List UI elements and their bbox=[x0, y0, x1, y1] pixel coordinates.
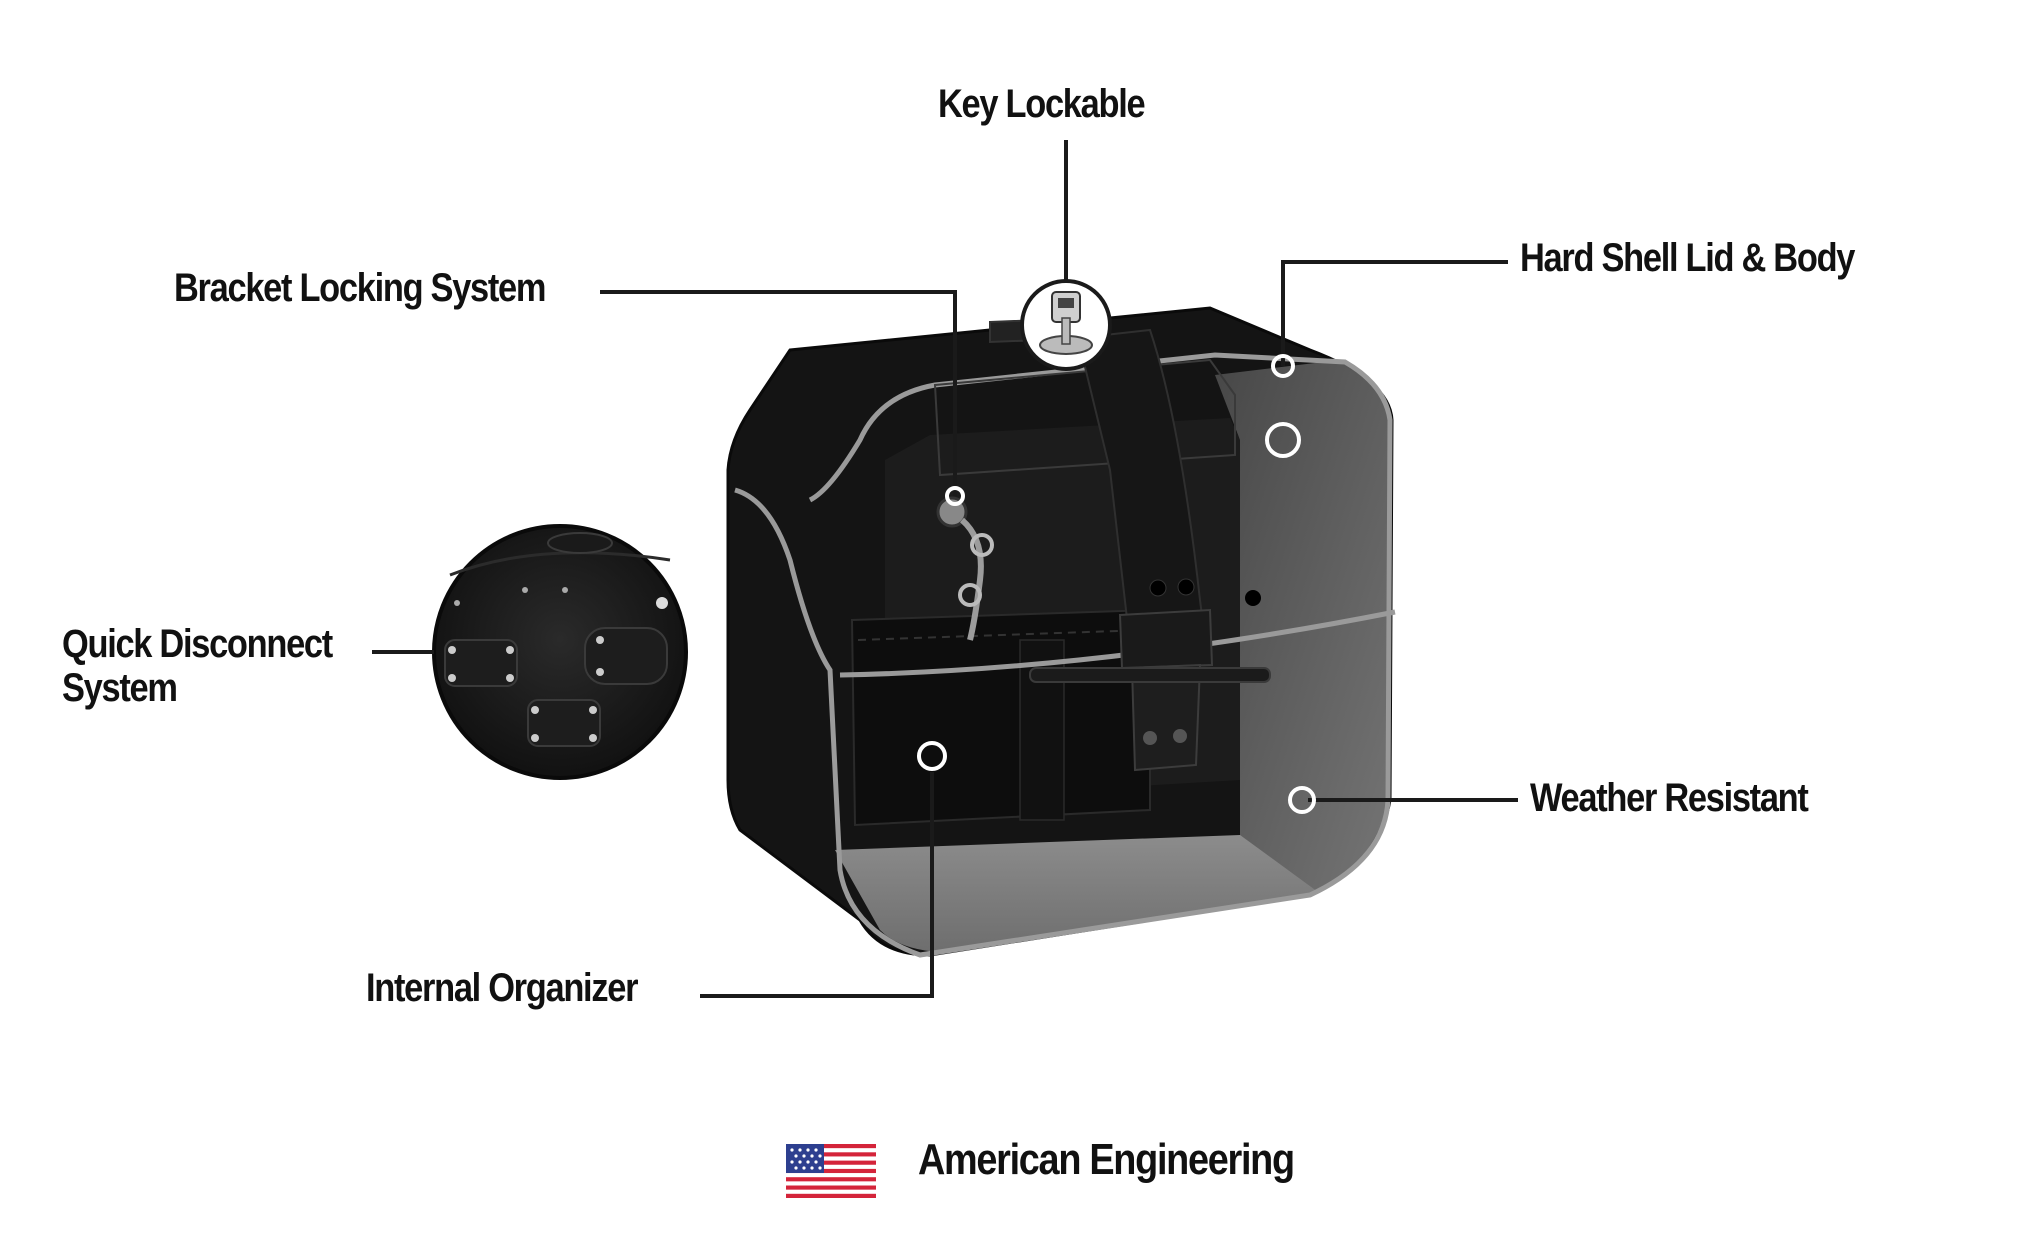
callout-quick-disconnect-line1: Quick Disconnect bbox=[62, 622, 333, 666]
marker-internal-organizer bbox=[917, 741, 947, 771]
marker-bracket-locking bbox=[945, 486, 965, 506]
marker-hard-shell-top bbox=[1271, 354, 1295, 378]
callout-line-hard-shell bbox=[1281, 260, 1508, 366]
callout-line-internal-organizer bbox=[700, 772, 934, 998]
callout-bracket-locking-system: Bracket Locking System bbox=[174, 266, 546, 310]
callout-quick-disconnect-line2: System bbox=[62, 666, 178, 710]
marker-weather-resistant bbox=[1288, 786, 1316, 814]
organizer-box bbox=[850, 608, 1151, 827]
callout-key-lockable: Key Lockable bbox=[938, 82, 1146, 126]
callout-quick-disconnect-system: Quick Disconnect System bbox=[62, 622, 333, 710]
callout-hard-shell-lid-body: Hard Shell Lid & Body bbox=[1520, 236, 1855, 280]
inner-floor bbox=[835, 835, 1318, 952]
case-outline bbox=[734, 352, 1393, 958]
callout-weather-resistant: Weather Resistant bbox=[1530, 776, 1809, 820]
buckle bbox=[1029, 608, 1271, 772]
us-flag-icon bbox=[786, 1144, 876, 1198]
quick-disconnect-inset bbox=[432, 524, 688, 780]
marker-hard-shell bbox=[1265, 422, 1301, 458]
callout-lines bbox=[372, 140, 1518, 998]
callout-markers bbox=[917, 354, 1316, 814]
top-lock-icon bbox=[1020, 279, 1112, 371]
footer-american-engineering: American Engineering bbox=[918, 1135, 1295, 1184]
strap bbox=[1076, 328, 1207, 647]
callout-line-bracket-locking bbox=[600, 290, 957, 496]
inner-side-wall bbox=[1215, 360, 1390, 892]
callout-internal-organizer: Internal Organizer bbox=[366, 966, 638, 1010]
